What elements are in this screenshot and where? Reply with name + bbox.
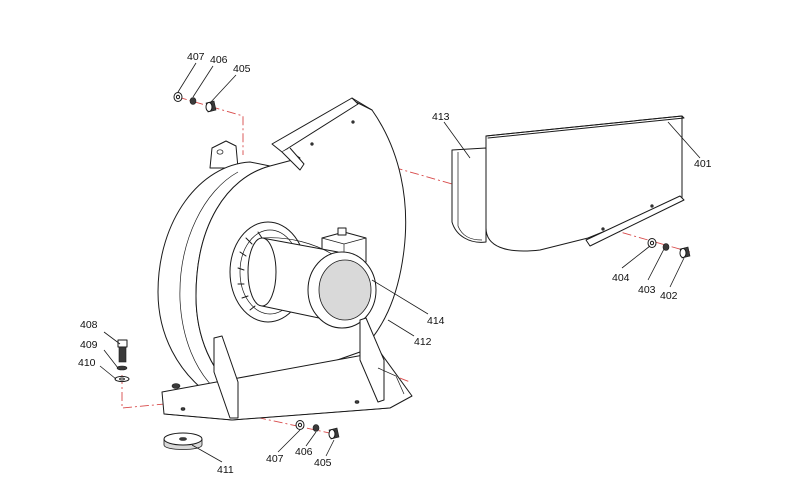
outlet-edge: [351, 97, 373, 111]
centerline-top-bolt: [177, 96, 244, 155]
callout-402: 402: [660, 290, 678, 302]
lockwasher-406-bottom: [312, 424, 320, 432]
tube-back-end: [247, 237, 277, 307]
leader-lines: [99, 62, 701, 463]
cover-back-flange: [451, 147, 487, 243]
right-fastener-set: [647, 238, 691, 259]
bolt-408-shank: [118, 346, 127, 363]
motor-tube: [247, 237, 377, 329]
base-frame: [161, 317, 413, 421]
callout-406-top: 406: [210, 54, 228, 66]
washer-409: [116, 365, 128, 371]
callout-408: 408: [80, 319, 98, 331]
cover-top-lip: [485, 115, 685, 139]
side-cover: [451, 115, 685, 252]
cover-back-flange-inner: [457, 152, 483, 241]
foot-bolt-set: [114, 339, 130, 383]
base-hole-right: [354, 400, 360, 404]
cover-hole-2: [601, 227, 605, 231]
outlet-lip: [281, 147, 305, 171]
support-leg-left: [213, 335, 239, 419]
leg-brace-right: [377, 367, 405, 395]
flange-hole-2: [310, 142, 314, 146]
scroll-inner-edge: [179, 171, 239, 389]
callout-405-top: 405: [233, 63, 251, 75]
callout-412: 412: [414, 336, 432, 348]
tube-top-edge: [261, 237, 333, 255]
base-hole-left: [171, 383, 181, 389]
callout-411: 411: [217, 464, 234, 476]
support-leg-right: [359, 317, 385, 403]
outlet-flange: [271, 97, 359, 153]
callout-405-bottom: 405: [314, 457, 332, 469]
housing-top-tab: [209, 140, 239, 169]
centerline-cover-bolt: [311, 143, 691, 253]
callout-407-top: 407: [187, 51, 205, 63]
top-fastener-set: [173, 92, 217, 113]
lockwasher-403: [662, 243, 670, 251]
base-plate-edge: [163, 407, 391, 421]
callout-406-bottom: 406: [295, 446, 313, 458]
lockwasher-406-top: [189, 97, 197, 105]
callout-414: 414: [427, 315, 445, 327]
callout-407-bottom: 407: [266, 453, 284, 465]
inlet-fins: [237, 231, 263, 311]
rubber-foot: [163, 432, 203, 450]
tube-bore: [318, 259, 372, 321]
base-hole-front: [180, 407, 186, 411]
callout-labels: 407 406 405 413 401 404 403 402 414 412 …: [78, 51, 712, 476]
callout-409: 409: [80, 339, 98, 351]
callout-413: 413: [432, 111, 450, 123]
callout-404: 404: [612, 272, 630, 284]
cover-bottom-flange: [585, 195, 685, 247]
callout-403: 403: [638, 284, 656, 296]
callout-410: 410: [78, 357, 96, 369]
flange-hole-1: [351, 120, 355, 124]
callout-401: 401: [694, 158, 712, 170]
terminal-gland: [337, 227, 347, 236]
cover-panel: [485, 115, 683, 252]
tab-hole: [216, 149, 224, 155]
bottom-fastener-set: [295, 420, 340, 440]
cover-hole-1: [650, 204, 654, 208]
